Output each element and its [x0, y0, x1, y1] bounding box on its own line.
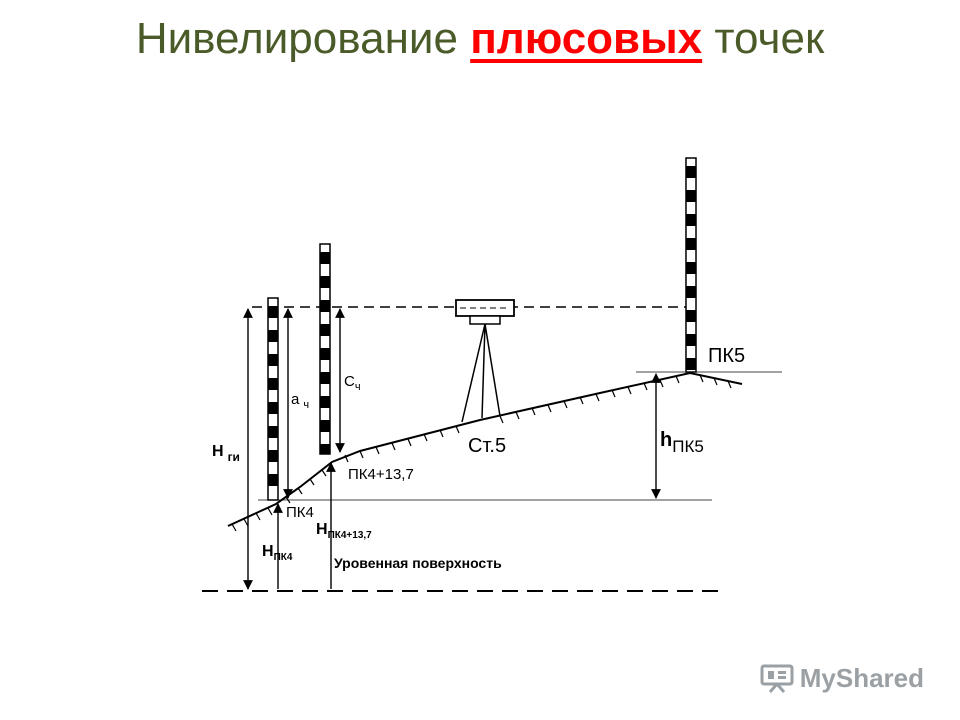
label-pk4: ПК4: [286, 504, 314, 521]
title-before: Нивелирование: [135, 14, 471, 63]
label-pk5: ПК5: [708, 345, 745, 367]
label-station: Ст.5: [468, 435, 506, 457]
label-c: Сч: [344, 373, 361, 393]
title-highlight: плюсовых: [470, 14, 703, 63]
staff-pk5: [685, 157, 697, 373]
label-h-pk4: НПК4: [262, 543, 293, 563]
label-level-surface: Уровенная поверхность: [334, 555, 502, 571]
level-instrument: [455, 299, 515, 423]
title-after: точек: [702, 14, 825, 63]
label-h-pk4plus: НПК4+13,7: [316, 521, 372, 541]
logo-text: MyShared: [799, 663, 924, 693]
presentation-board-icon: [760, 664, 794, 693]
label-h-pk5: hПК5: [660, 429, 704, 456]
slide-title: Нивелирование плюсовых точек: [0, 8, 960, 70]
ground-hatching: [231, 374, 732, 532]
myshared-logo: MyShared: [760, 663, 924, 694]
staff-pk4: [267, 297, 279, 501]
label-pk4-plus: ПК4+13,7: [348, 466, 414, 483]
staff-pk4-plus: [319, 243, 331, 455]
